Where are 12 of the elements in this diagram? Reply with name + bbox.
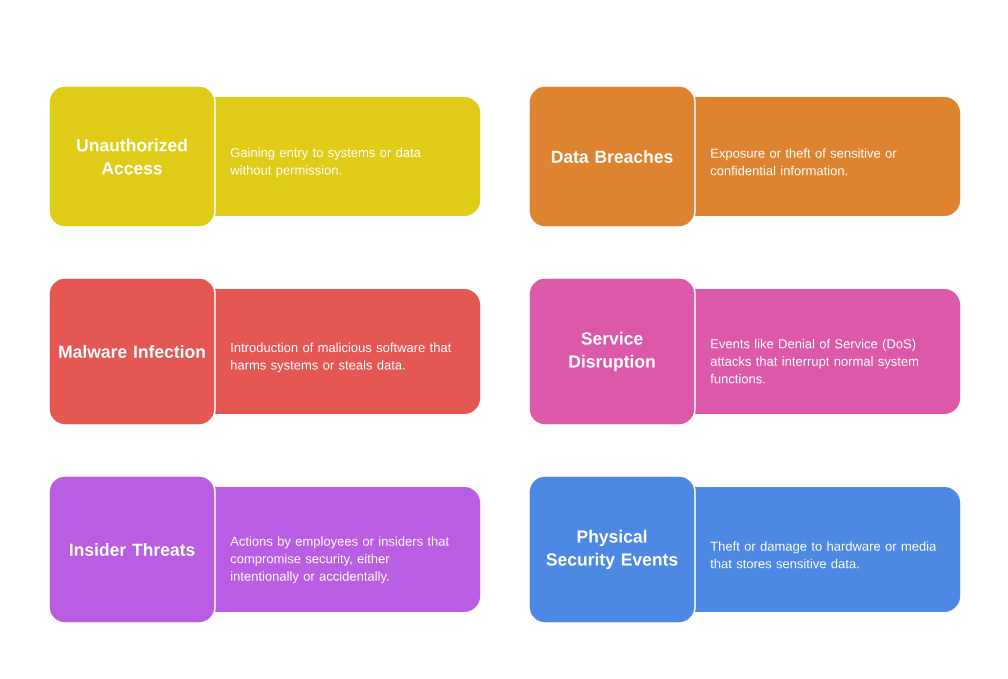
- heading-box: Service Disruption: [528, 277, 696, 426]
- heading-box: Insider Threats: [48, 475, 216, 624]
- heading-box: Data Breaches: [528, 85, 696, 228]
- node-label: Theft or damage to hardware or media that stores sensitive data.: [710, 541, 937, 569]
- node-label: Exposure or theft of sensitive or confidential information.: [710, 148, 897, 176]
- node-label: Introduction of malicious software that harms systems or steals data.: [231, 342, 452, 373]
- heading-box: Physical Security Events: [528, 475, 696, 624]
- heading-box: Malware Infection: [48, 277, 216, 426]
- heading-box: Unauthorized Access: [48, 85, 216, 228]
- node-label: Events like Denial of Service (DoS) attacks that interrupt normal system functions.: [710, 338, 919, 384]
- node-label: Actions by employees or insiders that compromise security, either intentionally or accidentally.: [230, 536, 449, 584]
- node-label: Gaining entry to systems or data without permission.: [230, 147, 421, 178]
